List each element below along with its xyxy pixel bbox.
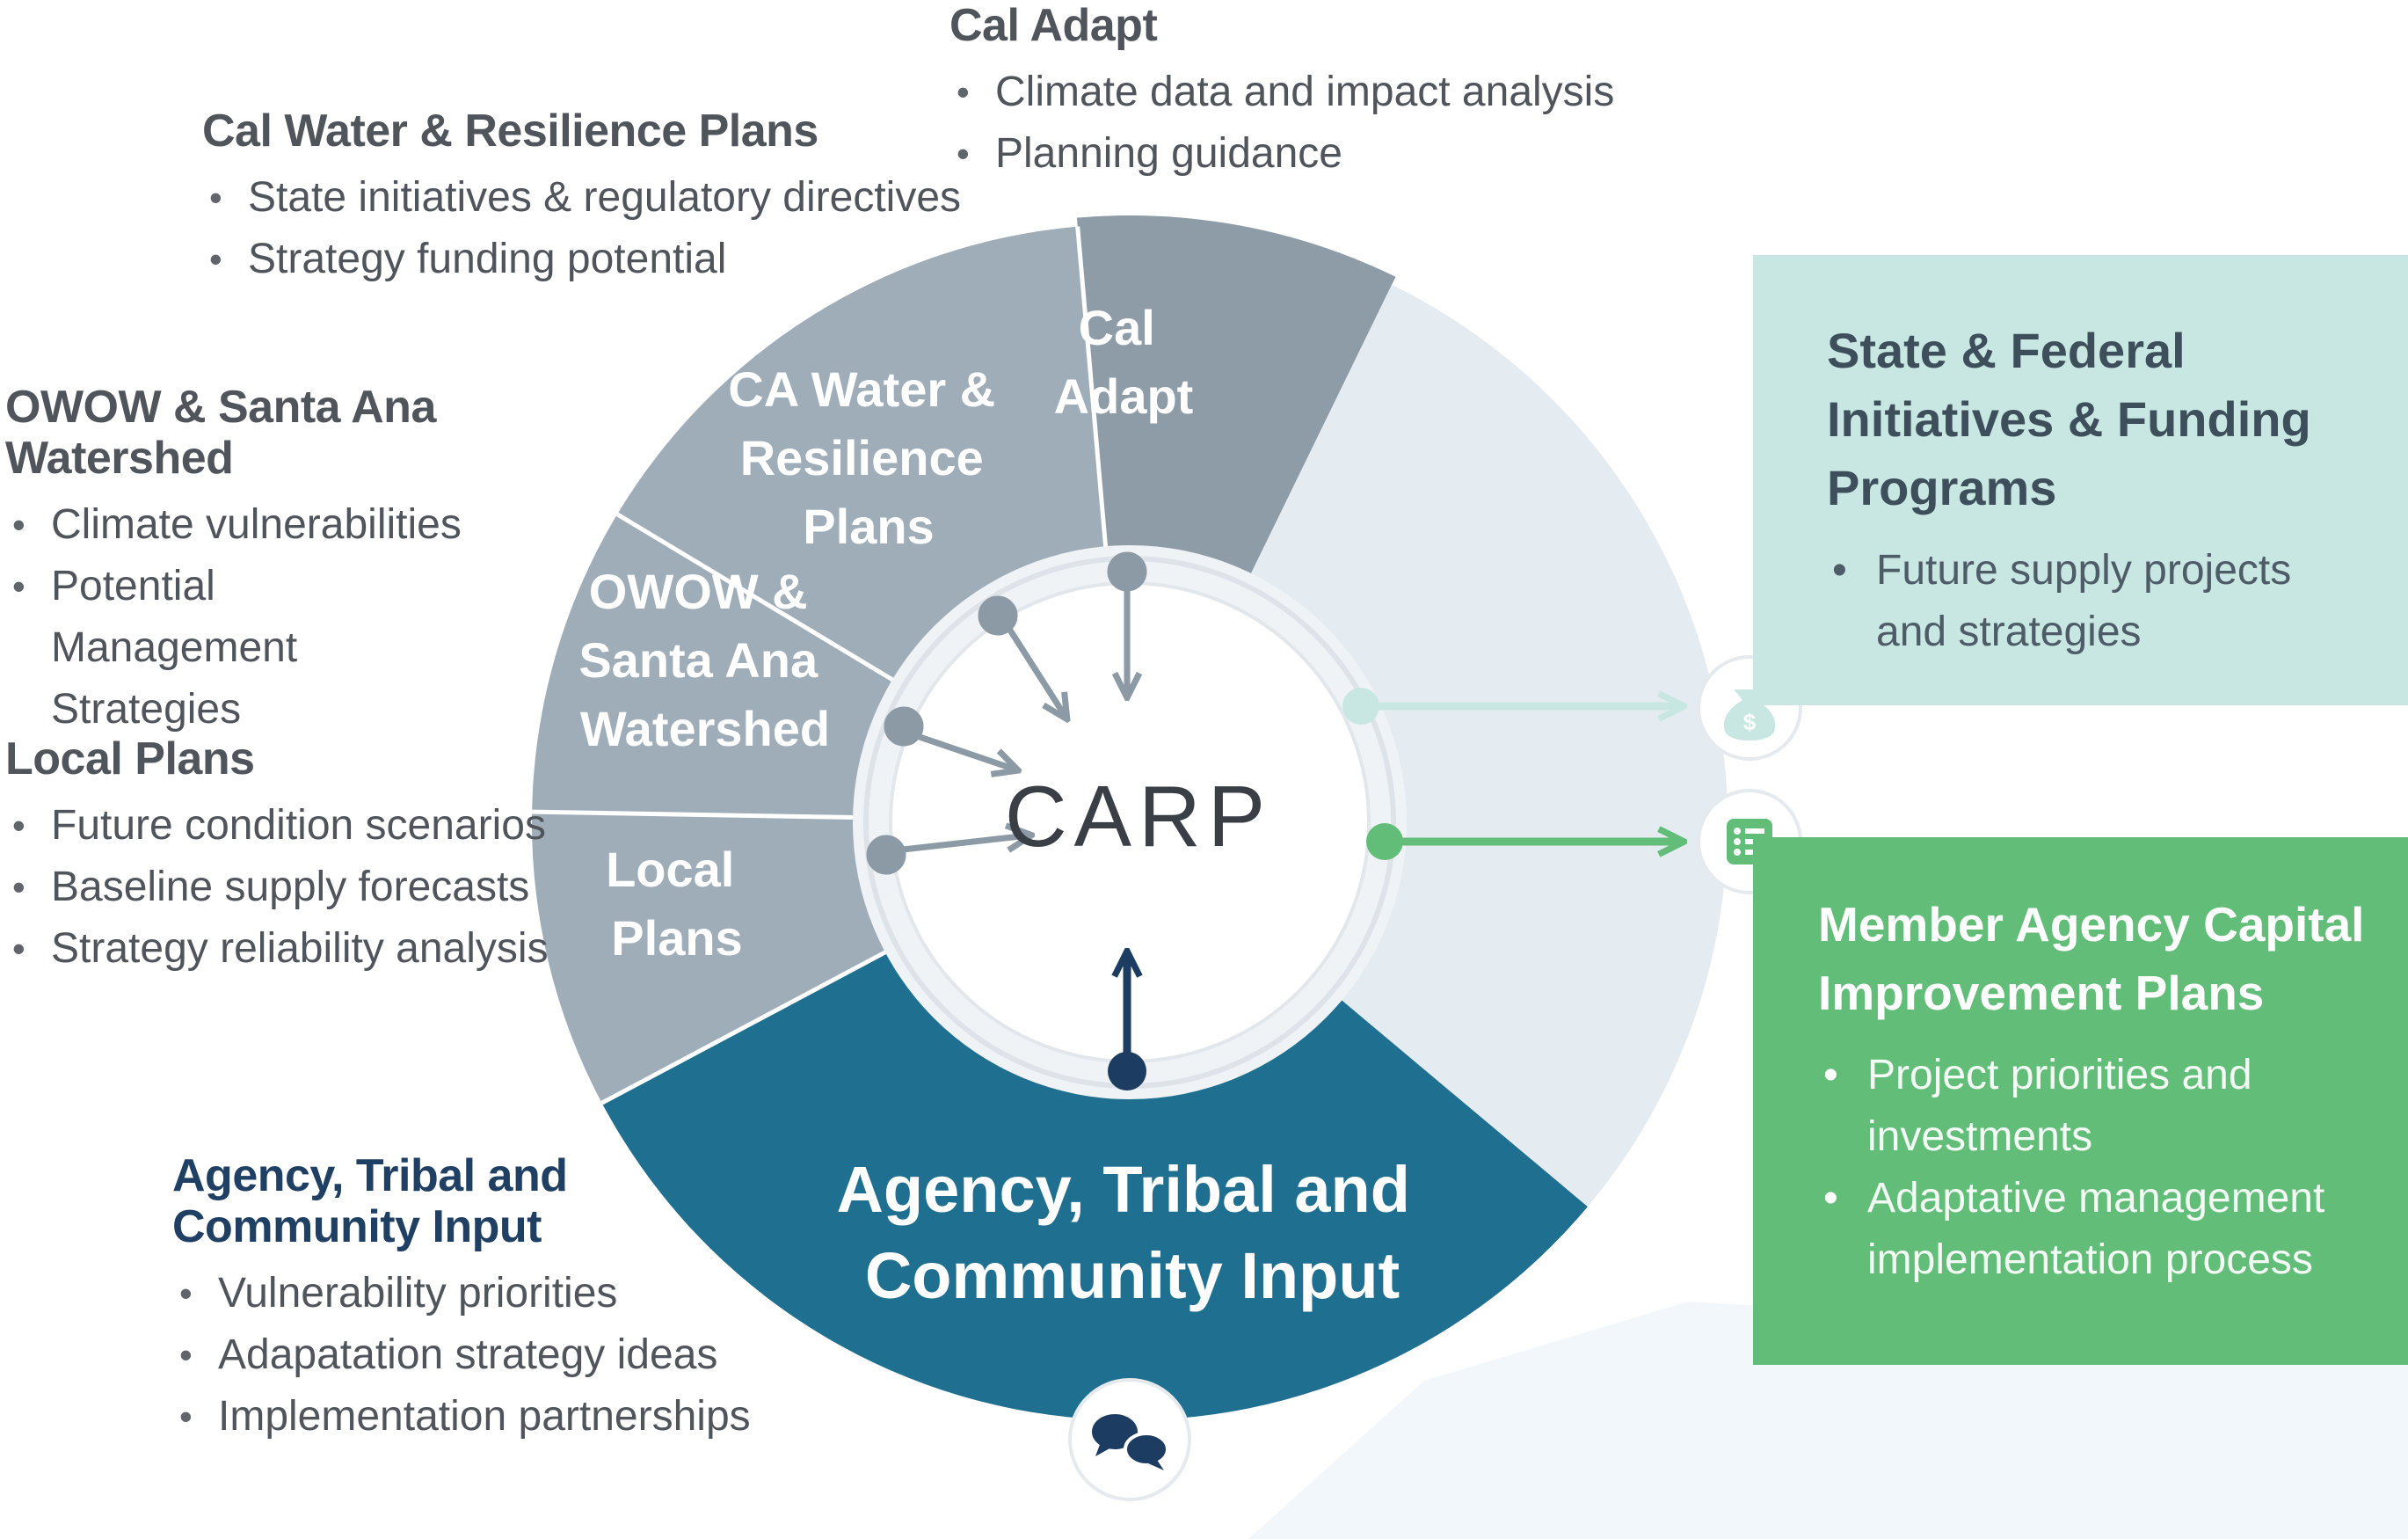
state-federal-box: State & Federal Initiatives & Funding Pr… xyxy=(1753,255,2408,705)
box-bullets: Project priorities and investments Adapt… xyxy=(1818,1045,2355,1291)
bullet-item: Potential Management Strategies xyxy=(5,556,462,740)
bullet-item: Future supply projects and strategies xyxy=(1827,540,2333,663)
chat-bubbles-icon xyxy=(1068,1378,1191,1501)
segment-label-agency: Agency, Tribal and Community Input xyxy=(836,1153,1428,1312)
callout-owow: OWOW & Santa Ana Watershed Climate vulne… xyxy=(5,382,621,740)
segment-agency xyxy=(601,822,1588,1420)
local-arrow-dot xyxy=(866,835,906,875)
bullet-item: Strategy funding potential xyxy=(202,229,993,290)
bullet-item: Adaptative management implementation pro… xyxy=(1818,1168,2360,1291)
funding-connector xyxy=(1342,688,1681,725)
callout-cal-water: Cal Water & Resilience Plans State initi… xyxy=(202,106,993,290)
bullet-item: Implementation partnerships xyxy=(172,1386,788,1448)
segment-label-cal-adapt: Cal Adapt xyxy=(1054,300,1194,424)
callout-bullets: Climate data and impact analysis Plannin… xyxy=(949,62,1670,185)
callout-heading: Local Plans xyxy=(5,733,255,784)
callout-local: Local Plans Future condition scenarios B… xyxy=(5,733,568,980)
callout-bullets: State initiatives & regulatory directive… xyxy=(202,167,993,290)
bullet-item: Baseline supply forecasts xyxy=(5,857,568,918)
callout-heading: Agency, Tribal and Community Input xyxy=(172,1150,568,1253)
bullet-item: Project priorities and investments xyxy=(1818,1045,2360,1168)
input-arrows xyxy=(866,551,1147,875)
callout-agency: Agency, Tribal and Community Input Vulne… xyxy=(172,1150,788,1448)
owow-arrow xyxy=(918,733,1015,770)
bullet-item: Climate data and impact analysis xyxy=(949,62,1670,123)
box-heading: Member Agency Capital Improvement Plans xyxy=(1818,897,2365,1020)
segment-label-owow: OWOW & Santa Ana Watershed xyxy=(578,564,831,756)
callout-bullets: Future condition scenarios Baseline supp… xyxy=(5,795,568,980)
segment-light xyxy=(1130,284,1728,1207)
callout-heading: Cal Water & Resilience Plans xyxy=(202,106,818,157)
bullet-item: State initiatives & regulatory directive… xyxy=(202,167,993,229)
bullet-item: Planning guidance xyxy=(949,123,1670,185)
box-bullets: Future supply projects and strategies xyxy=(1827,540,2355,663)
capital-connector xyxy=(1366,823,1681,860)
ca-water-arrow-dot xyxy=(978,595,1018,636)
cal-adapt-arrow-dot xyxy=(1107,551,1147,592)
bullet-item: Future condition scenarios xyxy=(5,795,568,857)
callout-bullets: Vulnerability priorities Adapatation str… xyxy=(172,1263,788,1448)
local-arrow xyxy=(902,835,1029,850)
svg-text:$: $ xyxy=(1743,709,1757,735)
bullet-item: Vulnerability priorities xyxy=(172,1263,788,1324)
box-heading: State & Federal Initiatives & Funding Pr… xyxy=(1827,323,2311,515)
segment-labels: Cal Adapt CA Water & Resilience Plans OW… xyxy=(578,300,1428,1312)
bullet-item: Climate vulnerabilities xyxy=(5,494,462,556)
ca-water-arrow xyxy=(1007,627,1066,717)
bullet-item: Adapatation strategy ideas xyxy=(172,1324,788,1386)
segment-label-local: Local Plans xyxy=(606,842,748,966)
callout-heading: OWOW & Santa Ana Watershed xyxy=(5,382,436,485)
segment-label-ca-water: CA Water & Resilience Plans xyxy=(728,361,1008,554)
community-arrow xyxy=(1108,954,1146,1090)
owow-arrow-dot xyxy=(884,706,924,747)
member-agency-box: Member Agency Capital Improvement Plans … xyxy=(1753,837,2408,1365)
bullet-item: Strategy reliability analysis xyxy=(5,918,568,980)
callout-heading: Cal Adapt xyxy=(949,0,1158,51)
callout-cal-adapt: Cal Adapt Climate data and impact analys… xyxy=(949,0,1670,185)
carp-label: CARP xyxy=(1005,768,1272,864)
callout-bullets: Climate vulnerabilities Potential Manage… xyxy=(5,494,462,740)
